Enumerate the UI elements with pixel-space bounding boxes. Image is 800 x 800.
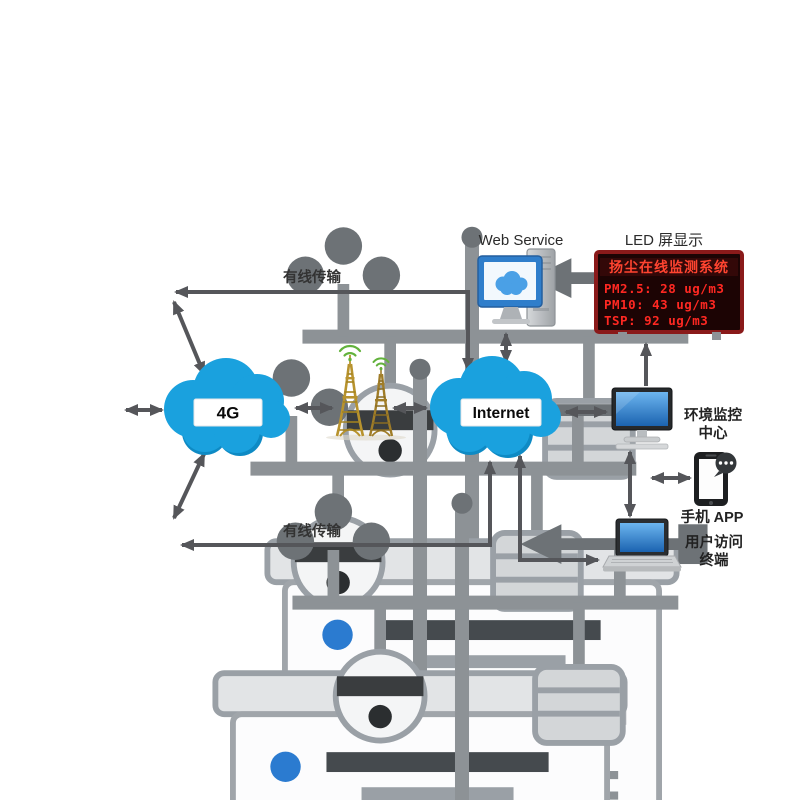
connection-arrows: [124, 286, 692, 566]
web-monitor-icon: [477, 255, 543, 324]
wired-transmission-label-bottom: 有线传输: [283, 522, 341, 540]
led-row-tsp: TSP: 92 ug/m3: [604, 313, 708, 328]
led-row-pm25: PM2.5: 28 ug/m3: [604, 281, 724, 296]
cloud-internet-labelbox: [460, 398, 542, 427]
led-caption: LED 屏显示: [625, 232, 703, 249]
wired-transmission-label-top: 有线传输: [283, 268, 341, 286]
wired-link-bottom: [180, 460, 496, 551]
internet-laptop-link: [514, 454, 600, 566]
monitoring-center-label-line1: 环境监控: [684, 406, 742, 424]
cloud-internet: Internet: [430, 356, 561, 458]
wifi-signal-icon: [338, 344, 390, 371]
web-service-label: Web Service: [479, 232, 564, 249]
user-terminal: 用户访问 终端: [602, 518, 743, 572]
led-title: 扬尘在线监测系统: [609, 259, 729, 275]
desktop-monitor-icon: [611, 387, 673, 450]
monitoring-center-label-line2: 中心: [699, 424, 728, 442]
cloud-4g-label: 4G: [217, 404, 240, 423]
led-title-band: [600, 258, 738, 276]
cloud-4g: 4G: [164, 358, 290, 456]
station3-4g-link: [172, 452, 206, 520]
phone-app: 手机 APP: [681, 452, 744, 526]
web-service: Web Service: [477, 232, 564, 327]
chat-bubble-icon: [714, 452, 737, 477]
cloud-4g-labelbox: [193, 398, 263, 427]
wired-link-top: [174, 286, 474, 372]
user-terminal-label-line2: 终端: [700, 551, 729, 569]
user-terminal-label-line1: 用户访问: [685, 533, 743, 551]
cloud-on-screen-icon: [495, 271, 528, 295]
laptop-icon: [602, 518, 682, 572]
station1-4g-link: [172, 300, 206, 376]
signal-tower-small: [368, 367, 394, 437]
signal-towers: [326, 344, 406, 441]
led-display: LED 屏显示 扬尘在线监测系统 PM2.5: 28 ug/m3 PM10: 4…: [594, 232, 744, 340]
phone-app-label: 手机 APP: [681, 508, 744, 526]
monitoring-center: 环境监控 中心: [611, 387, 742, 450]
cloud-internet-label: Internet: [473, 405, 530, 422]
led-row-pm10: PM10: 43 ug/m3: [604, 297, 716, 312]
signal-tower-large: [335, 355, 365, 437]
smartphone-icon: [694, 452, 737, 506]
